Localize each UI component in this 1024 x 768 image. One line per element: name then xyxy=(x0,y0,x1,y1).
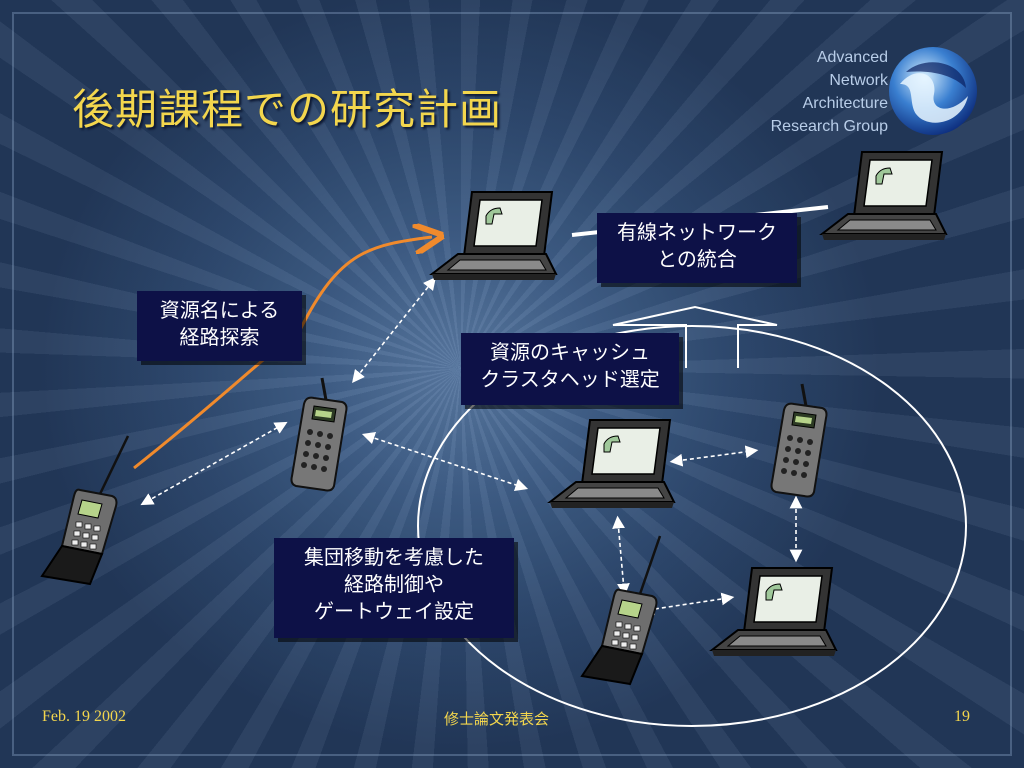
footer-page-number: 19 xyxy=(954,708,970,725)
mobile-phone-2-icon xyxy=(290,377,348,492)
anarg-logo-icon xyxy=(889,47,977,135)
mobile-phone-1-icon xyxy=(40,435,130,586)
link-phone1-phone2 xyxy=(140,421,288,506)
group-mobility-line-1: 集団移動を考慮した xyxy=(304,545,484,569)
link-laptop3-phone4 xyxy=(612,515,630,597)
brand-line-2: Network xyxy=(829,72,888,89)
resource-search-line-2: 経路探索 xyxy=(179,325,260,349)
link-phone2-laptop1 xyxy=(352,276,436,384)
laptop-3-icon xyxy=(547,419,676,508)
brand-text: Advanced Network Architecture Research G… xyxy=(771,46,888,138)
footer-event: 修士論文発表会 xyxy=(444,710,550,728)
brand-line-4: Research Group xyxy=(770,118,888,135)
footer-date: Feb. 19 2002 xyxy=(42,708,126,725)
mobile-phone-4-icon xyxy=(580,535,662,686)
cluster-ellipse xyxy=(417,325,967,727)
cache-head-line-1: 資源のキャッシュ xyxy=(490,340,650,364)
wired-integration-line-1: 有線ネットワーク xyxy=(617,220,777,244)
mobile-phone-3-icon xyxy=(770,383,828,498)
brand-line-1: Advanced xyxy=(816,49,888,66)
laptop-2-icon xyxy=(819,151,948,240)
resource-search-box: 資源名による 経路探索 xyxy=(137,291,302,361)
link-phone2-laptop3 xyxy=(361,431,529,492)
group-mobility-box: 集団移動を考慮した 経路制御や ゲートウェイ設定 xyxy=(274,538,514,638)
group-mobility-line-3: ゲートウェイ設定 xyxy=(314,599,474,623)
link-laptop3-phone3 xyxy=(669,445,759,467)
slide-title: 後期課程での研究計画 xyxy=(72,85,503,134)
laptop-4-icon xyxy=(709,567,838,656)
resource-search-line-1: 資源名による xyxy=(159,298,280,322)
laptop-1-icon xyxy=(429,191,558,280)
integration-up-arrow xyxy=(612,305,778,368)
group-mobility-line-2: 経路制御や xyxy=(344,572,444,596)
brand-line-3: Architecture xyxy=(802,95,888,112)
cache-head-line-2: クラスタヘッド選定 xyxy=(480,367,660,391)
wired-integration-line-2: との統合 xyxy=(657,247,737,271)
wired-integration-box: 有線ネットワーク との統合 xyxy=(597,213,797,283)
cache-head-box: 資源のキャッシュ クラスタヘッド選定 xyxy=(461,333,679,405)
